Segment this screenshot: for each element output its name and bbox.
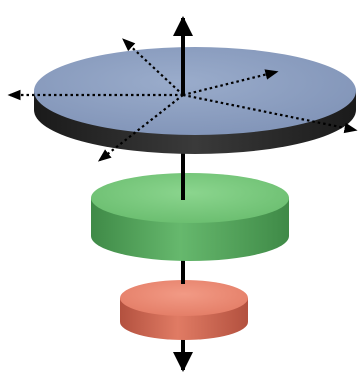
top-disk [34,47,356,154]
dotted-arrow-lower-left [97,94,184,162]
dotted-arrow-upper-left [122,38,184,96]
middle-disk [91,173,289,261]
bottom-disk [120,280,248,340]
dotted-arrow-right [182,93,358,134]
in-plane-arrows [7,38,358,162]
